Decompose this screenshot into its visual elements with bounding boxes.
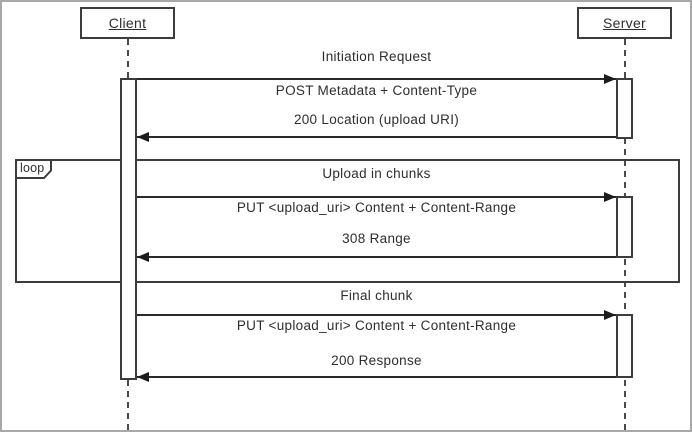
request-label-1: POST Metadata + Content-Type <box>275 83 478 98</box>
loop-operator-label: loop <box>20 161 45 175</box>
response-line-2 <box>137 256 616 258</box>
actor-client-label: Client <box>108 15 147 31</box>
actor-server-label: Server <box>602 15 647 31</box>
request-label-3: PUT <upload_uri> Content + Content-Range <box>236 318 517 333</box>
server-activation-bar-2 <box>616 196 633 258</box>
request-label-2: PUT <upload_uri> Content + Content-Range <box>236 200 517 215</box>
response-line-1 <box>137 136 616 138</box>
arrowhead-left-icon <box>137 252 149 262</box>
arrowhead-right-icon <box>604 310 616 320</box>
actor-server-box: Server <box>577 7 672 39</box>
response-label-2: 308 Range <box>342 231 411 246</box>
arrowhead-left-icon <box>137 132 149 142</box>
response-line-3 <box>137 376 616 378</box>
response-label-3: 200 Response <box>331 353 422 368</box>
section-title-2: Upload in chunks <box>322 166 431 181</box>
response-label-1: 200 Location (upload URI) <box>293 112 460 127</box>
loop-fragment-frame <box>15 159 680 283</box>
server-activation-bar-1 <box>616 78 633 139</box>
client-activation-bar <box>120 78 137 380</box>
section-title-1: Initiation Request <box>321 49 432 64</box>
arrowhead-right-icon <box>604 192 616 202</box>
server-activation-bar-3 <box>616 314 633 378</box>
section-title-3: Final chunk <box>340 288 413 303</box>
request-line-2 <box>137 196 616 198</box>
request-line-1 <box>137 78 616 80</box>
request-line-3 <box>137 314 616 316</box>
loop-operator-pentagon <box>15 159 52 179</box>
arrowhead-left-icon <box>137 372 149 382</box>
actor-client-box: Client <box>80 7 175 39</box>
arrowhead-right-icon <box>604 74 616 84</box>
